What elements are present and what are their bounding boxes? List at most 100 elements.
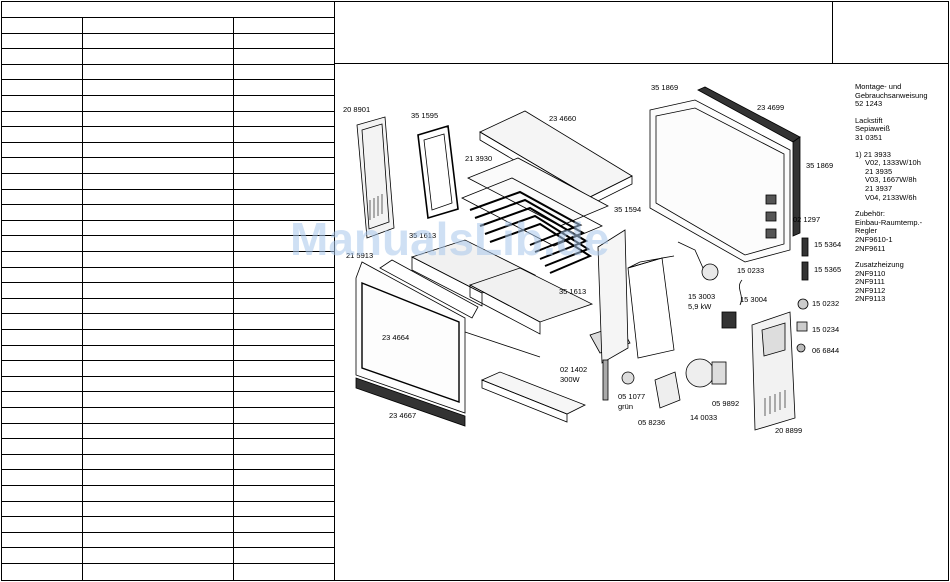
part-label: 06 6844: [812, 346, 839, 355]
note-paint-line: Sepiaweiß: [855, 124, 891, 134]
control-housing-side: [627, 257, 675, 359]
table-row: [2, 235, 334, 237]
note-extra-heating: Zusatzheizung 2NF9110 2NF9111 2NF9112 2N…: [855, 260, 949, 304]
table-row: [2, 219, 334, 221]
table-row: [2, 500, 334, 502]
insulation-block-2-front: [469, 284, 541, 335]
table-row: [2, 516, 334, 518]
part-label: 21 3930: [465, 154, 492, 163]
part-label: 05 9892: [712, 399, 739, 408]
table-column-divider-2: [233, 17, 234, 581]
table-row: [2, 48, 334, 50]
table-row: [2, 375, 334, 377]
table-row: [2, 469, 334, 471]
note-accessory-line: Einbau-Raumtemp.-: [855, 217, 923, 227]
part-label: 14 0033: [690, 413, 717, 422]
part-label: 21 5913: [346, 251, 373, 260]
note-manual-line: Montage- und: [855, 82, 902, 91]
table-row: [2, 188, 334, 190]
table-row: [2, 313, 334, 315]
note-variant-line: V04, 2133W/6h: [865, 192, 917, 202]
note-paint-line: Lackstift: [855, 115, 883, 125]
frame-35-1595: [417, 124, 459, 220]
note-manual-line: Gebrauchsanweisung: [855, 90, 928, 100]
part-label: 15 5365: [814, 265, 841, 274]
louvre-strip: [355, 377, 466, 427]
part-label: 02 1297: [793, 215, 820, 224]
knob-15-0232: [797, 298, 809, 310]
note-variant-line: V03, 1667W/8h: [865, 175, 917, 185]
control-housing: [597, 229, 629, 364]
note-accessory-line: Regler: [855, 226, 878, 236]
fan-motor: [685, 358, 715, 388]
fan-bracket: [654, 371, 681, 409]
note-extra-line: Zusatzheizung: [855, 260, 904, 270]
side-panel-left-inner: [361, 123, 390, 230]
note-accessory-line: Zubehör:: [855, 209, 886, 219]
table-row: [2, 453, 334, 455]
table-row: [2, 407, 334, 408]
part-label: 20 8901: [343, 105, 370, 114]
part-label: 23 4660: [549, 114, 576, 123]
front-panel-inner: [361, 281, 460, 403]
table-row: [2, 266, 334, 268]
auxiliary-heater: [602, 359, 609, 401]
bottom-tray-front: [481, 379, 568, 423]
part-label: 15 0233: [737, 266, 764, 275]
note-variants: 1) 21 3933 V02, 1333W/10h 21 3935 V03, 1…: [855, 150, 949, 203]
table-row: [2, 360, 334, 362]
part-label: 5,9 kW: [688, 302, 712, 311]
notes-column: Montage- und Gebrauchsanweisung 52 1243 …: [855, 82, 949, 312]
part-label: 02 1402: [560, 365, 587, 374]
table-row: [2, 391, 334, 393]
front-panel-back: [379, 259, 479, 319]
control-housing-top: [627, 255, 675, 269]
part-label: 35 1613: [409, 231, 436, 240]
part-label: 05 8236: [638, 418, 665, 427]
note-variant-line: 21 3935: [865, 166, 893, 176]
table-row: [2, 547, 334, 549]
part-label: 15 0232: [812, 299, 839, 308]
watermark-text: ManualsLib.de: [290, 213, 610, 265]
frame-bottom: [335, 580, 949, 581]
insulation-block-front: [411, 256, 483, 307]
part-label: 35 1613: [559, 287, 586, 296]
note-variant-line: 21 3937: [865, 183, 893, 193]
note-paint-line: 31 0351: [855, 132, 883, 142]
part-label: 23 4667: [389, 411, 416, 420]
part-label: grün: [618, 402, 633, 411]
table-row: [2, 563, 334, 564]
part-05-1077: [621, 371, 635, 385]
table-row: [2, 344, 334, 346]
thermostat: [701, 263, 719, 281]
table-row: [2, 422, 334, 424]
title-block-separator: [832, 1, 833, 63]
table-row: [2, 32, 334, 34]
table-row: [2, 297, 334, 299]
table-row: [2, 251, 334, 252]
note-extra-line: 2NF9110: [855, 268, 886, 278]
table-row: [2, 95, 334, 96]
part-label: 300W: [560, 375, 581, 384]
relay-15-3004: [721, 311, 737, 329]
part-label: 05 1077: [618, 392, 645, 401]
table-row: [2, 485, 334, 486]
table-row: [2, 282, 334, 284]
table-row: [2, 63, 334, 65]
switch-3: [765, 228, 777, 239]
note-accessory-line: 2NF9610-1: [855, 234, 893, 244]
title-block-divider: [335, 63, 949, 64]
sensor-15-5364: [801, 237, 809, 257]
switch-1: [765, 194, 777, 205]
part-label: 20 8899: [775, 426, 802, 435]
table-row: [2, 329, 334, 330]
part-label: 35 1595: [411, 111, 438, 120]
part-label: 15 5364: [814, 240, 841, 249]
sensor-15-5365: [801, 261, 809, 281]
part-label: 15 0234: [812, 325, 839, 334]
note-extra-line: 2NF9113: [855, 294, 886, 304]
part-06-6844: [796, 343, 806, 353]
